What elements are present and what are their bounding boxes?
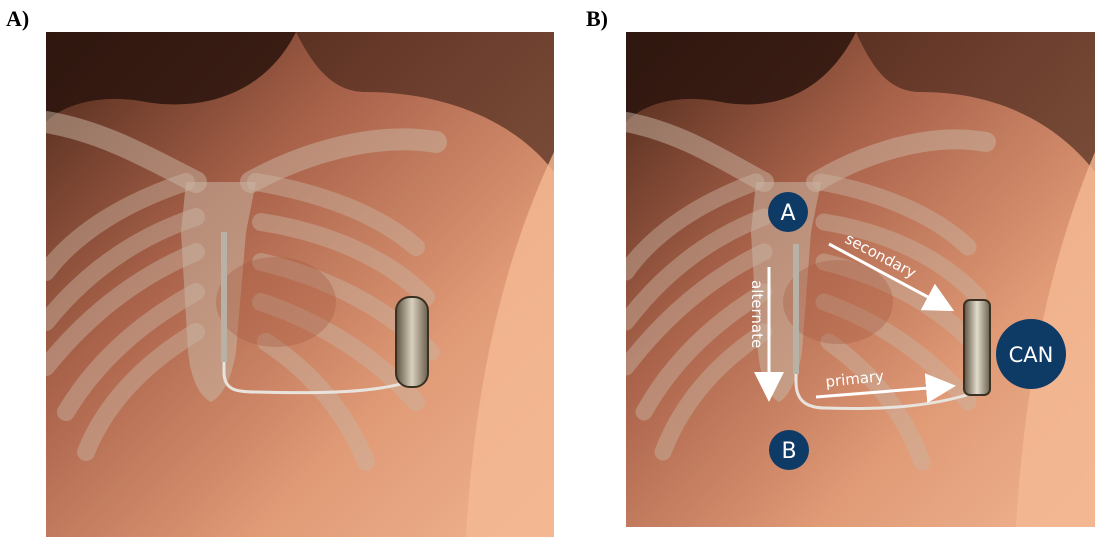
panel-b-label: B) (586, 6, 608, 32)
torso-illustration-b: secondary primary alternate A B CAN (626, 32, 1095, 527)
can-badge: CAN (996, 319, 1066, 389)
electrode-a-text: A (780, 201, 795, 226)
electrode-a-badge: A (768, 192, 808, 232)
panel-b-illustration: secondary primary alternate A B CAN (626, 32, 1095, 527)
torso-illustration-a (46, 32, 554, 537)
can-text: CAN (1009, 343, 1054, 367)
alternate-label: alternate (748, 280, 766, 348)
electrode-b-text: B (781, 439, 796, 464)
lead-electrode (793, 244, 799, 374)
heart (216, 257, 336, 347)
icd-device (396, 297, 428, 387)
panel-a-illustration (46, 32, 554, 537)
electrode-b-badge: B (769, 430, 809, 470)
icd-device (964, 300, 990, 395)
heart (783, 260, 893, 344)
panel-a-label: A) (6, 6, 29, 32)
lead-electrode (221, 232, 227, 362)
